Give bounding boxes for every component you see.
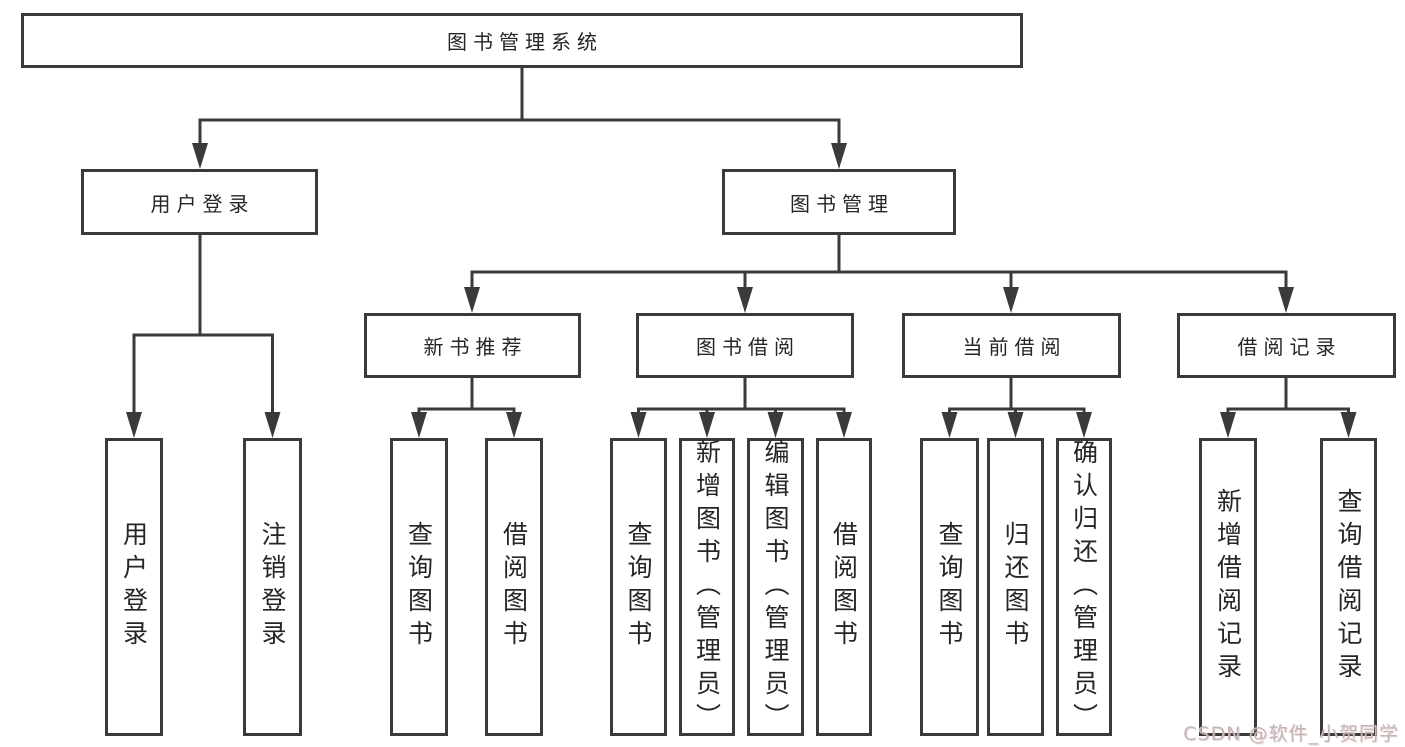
node-book-borrowing: 图书借阅 (636, 313, 854, 378)
leaf-add-books-admin: 新增图书（管理员） (679, 438, 735, 736)
leaf-query-books-current-label: 查询图书 (935, 521, 964, 653)
leaf-user-login: 用户登录 (105, 438, 163, 736)
leaf-logout-label: 注销登录 (258, 521, 287, 653)
leaf-confirm-return-admin-label: 确认归还（管理员） (1069, 438, 1099, 736)
node-new-book-recommend: 新书推荐 (364, 313, 581, 378)
leaf-return-books: 归还图书 (987, 438, 1044, 736)
leaf-borrow-books: 借阅图书 (816, 438, 872, 736)
leaf-borrow-books-recommend-label: 借阅图书 (499, 521, 529, 653)
leaf-query-books-borrowing-label: 查询图书 (624, 521, 653, 653)
leaf-borrow-books-recommend: 借阅图书 (485, 438, 543, 736)
node-current-borrowing: 当前借阅 (902, 313, 1121, 378)
node-current-borrowing-label: 当前借阅 (962, 335, 1067, 359)
node-user-login-label: 用户登录 (150, 191, 255, 216)
node-root-system: 图书管理系统 (21, 13, 1023, 68)
leaf-add-books-admin-label: 新增图书（管理员） (692, 438, 722, 736)
leaf-edit-books-admin-label: 编辑图书（管理员） (761, 438, 790, 736)
leaf-return-books-label: 归还图书 (1001, 521, 1030, 653)
node-root-label: 图书管理系统 (447, 30, 603, 54)
node-user-login: 用户登录 (81, 169, 318, 235)
node-book-borrowing-label: 图书借阅 (696, 335, 800, 359)
leaf-borrow-books-label: 借阅图书 (829, 521, 859, 653)
leaf-confirm-return-admin: 确认归还（管理员） (1056, 438, 1112, 736)
arrowheads (126, 143, 1357, 438)
leaf-query-books-recommend: 查询图书 (390, 438, 448, 736)
leaf-query-books-recommend-label: 查询图书 (404, 521, 434, 653)
leaf-query-borrow-record: 查询借阅记录 (1320, 438, 1377, 736)
leaf-user-login-label: 用户登录 (119, 521, 149, 653)
node-borrowing-records: 借阅记录 (1177, 313, 1396, 378)
leaf-add-borrow-record: 新增借阅记录 (1199, 438, 1257, 736)
leaf-query-books-current: 查询图书 (920, 438, 979, 736)
node-book-management: 图书管理 (722, 169, 956, 235)
leaf-add-borrow-record-label: 新增借阅记录 (1213, 488, 1243, 686)
leaf-query-borrow-record-label: 查询借阅记录 (1334, 488, 1363, 686)
node-borrowing-records-label: 借阅记录 (1237, 335, 1342, 359)
csdn-watermark: CSDN @软件_小贺同学 (1183, 723, 1399, 745)
leaf-logout: 注销登录 (243, 438, 302, 736)
node-book-management-label: 图书管理 (790, 191, 894, 216)
leaf-query-books-borrowing: 查询图书 (610, 438, 667, 736)
node-new-book-recommend-label: 新书推荐 (423, 335, 528, 359)
leaf-edit-books-admin: 编辑图书（管理员） (747, 438, 804, 736)
